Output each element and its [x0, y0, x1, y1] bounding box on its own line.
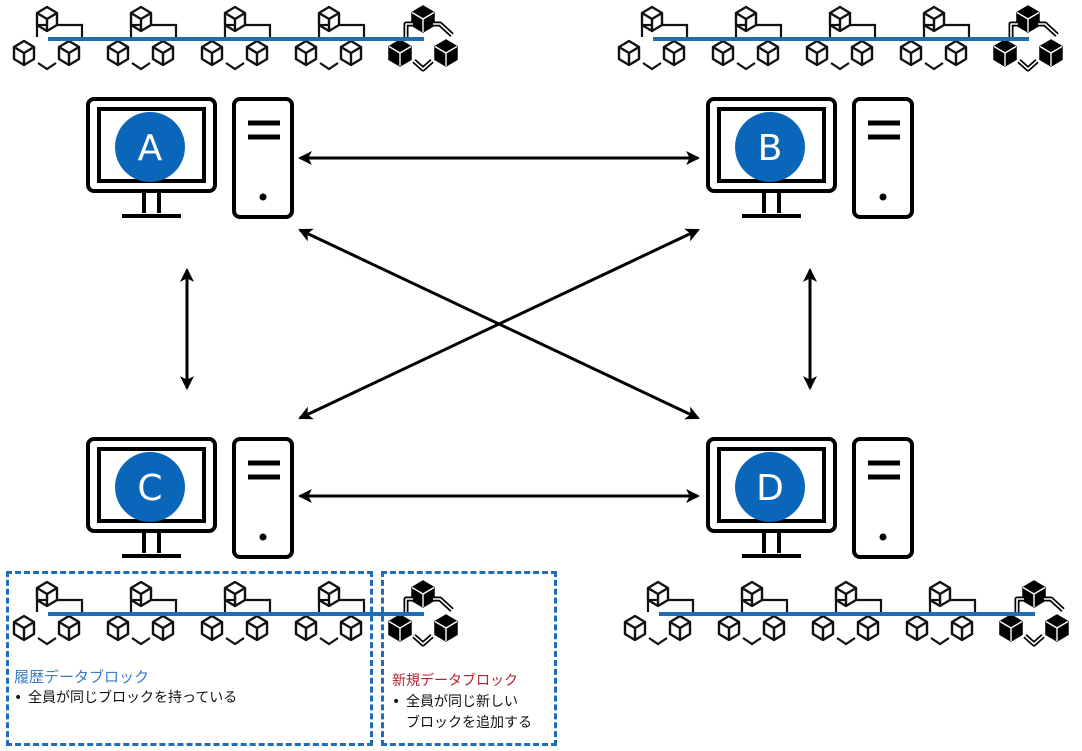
- node-badge: [115, 112, 185, 182]
- new-line-1: 全員が同じ新しい: [406, 694, 518, 710]
- blockchain-c: [14, 581, 457, 644]
- history-blocks-title: 履歴データブロック: [14, 668, 150, 686]
- new-block-box: [381, 571, 557, 746]
- history-line-1: 全員が同じブロックを持っている: [28, 690, 238, 706]
- node-label: B: [758, 128, 783, 169]
- history-blocks-description: • 全員が同じブロックを持っている: [14, 688, 237, 709]
- node-badge: [735, 112, 805, 182]
- bullet: •: [14, 690, 23, 706]
- arrow-b-c: [298, 228, 700, 420]
- blockchain-group: [14, 6, 1068, 644]
- blockchain-b: [619, 6, 1062, 69]
- new-block-title: 新規データブロック: [392, 673, 518, 689]
- blockchain-d: [625, 581, 1068, 644]
- blockchain-a: [14, 6, 457, 69]
- new-block-description: • 全員が同じ新しい ブロックを追加する: [392, 692, 532, 734]
- node-badge: [735, 452, 805, 522]
- connection-arrows: [180, 151, 817, 503]
- bullet: •: [392, 694, 401, 710]
- nodes: A B C D: [88, 99, 912, 557]
- new-line-2: ブロックを追加する: [406, 715, 532, 731]
- computer-node-d: D: [708, 439, 912, 557]
- computer-node-b: B: [708, 99, 912, 217]
- node-badge: [115, 452, 185, 522]
- node-label: D: [756, 468, 784, 509]
- computer-node-c: C: [88, 439, 292, 557]
- node-label: C: [137, 468, 162, 509]
- node-label: A: [138, 128, 163, 169]
- computer-node-a: A: [88, 99, 292, 217]
- history-blocks-box: [6, 571, 373, 746]
